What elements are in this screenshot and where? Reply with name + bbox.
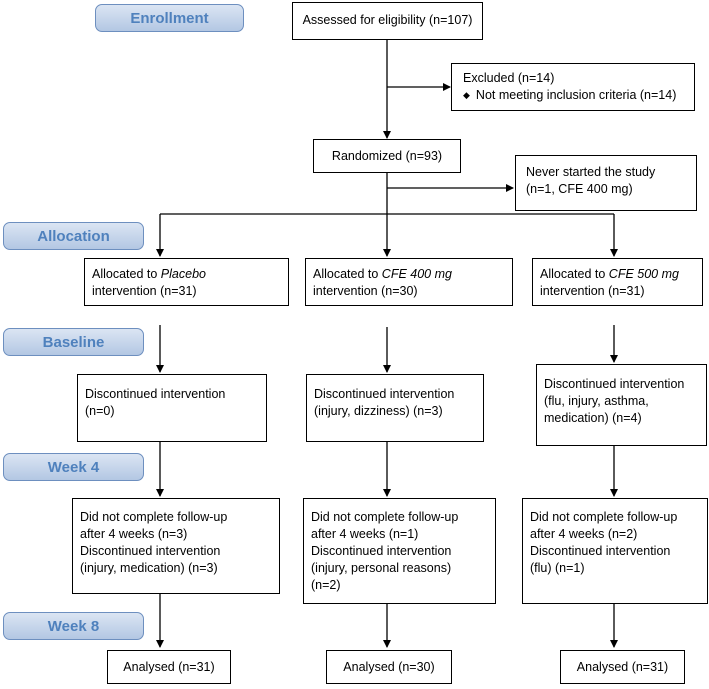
week4-placebo-line4: (injury, medication) (n=3) bbox=[80, 561, 218, 575]
alloc-cfe400-n: intervention (n=30) bbox=[313, 284, 418, 298]
excluded-bullet-item: ◆ Not meeting inclusion criteria (n=14) bbox=[463, 87, 687, 104]
randomized-box: Randomized (n=93) bbox=[313, 139, 461, 173]
alloc-placebo-box: Allocated to Placebo intervention (n=31) bbox=[84, 258, 289, 306]
week4-cfe500-line4: (flu) (n=1) bbox=[530, 561, 585, 575]
alloc-placebo-line1: Allocated to Placebo bbox=[92, 266, 281, 283]
baseline-cfe500-line2: (flu, injury, asthma, bbox=[544, 394, 649, 408]
baseline-cfe500-box: Discontinued intervention (flu, injury, … bbox=[536, 364, 707, 446]
week4-cfe400-line5: (n=2) bbox=[311, 578, 341, 592]
week4-cfe400-line4: (injury, personal reasons) bbox=[311, 561, 452, 575]
stage-baseline: Baseline bbox=[3, 328, 144, 356]
stage-enrollment: Enrollment bbox=[95, 4, 244, 32]
week4-cfe500-line3: Discontinued intervention bbox=[530, 544, 671, 558]
baseline-cfe500-line3: medication) (n=4) bbox=[544, 411, 642, 425]
week4-placebo-line3: Discontinued intervention bbox=[80, 544, 221, 558]
week4-cfe500-line1: Did not complete follow-up bbox=[530, 510, 678, 524]
excluded-box: Excluded (n=14) ◆ Not meeting inclusion c… bbox=[451, 63, 695, 111]
randomized-text: Randomized (n=93) bbox=[331, 149, 443, 163]
never-started-box: Never started the study (n=1, CFE 400 mg… bbox=[515, 155, 697, 211]
baseline-placebo-line1: Discontinued intervention bbox=[85, 387, 226, 401]
alloc-cfe500-line1: Allocated to CFE 500 mg bbox=[540, 266, 695, 283]
alloc-cfe400-arm: CFE 400 mg bbox=[381, 267, 452, 281]
excluded-title: Excluded (n=14) bbox=[463, 71, 555, 85]
alloc-cfe500-box: Allocated to CFE 500 mg intervention (n=… bbox=[532, 258, 703, 306]
alloc-cfe400-box: Allocated to CFE 400 mg intervention (n=… bbox=[305, 258, 513, 306]
baseline-cfe400-line2: (injury, dizziness) (n=3) bbox=[314, 404, 443, 418]
analysed-placebo-box: Analysed (n=31) bbox=[107, 650, 231, 684]
stage-week4: Week 4 bbox=[3, 453, 144, 481]
never-started-line2: (n=1, CFE 400 mg) bbox=[526, 182, 633, 196]
excluded-bullet-text: Not meeting inclusion criteria (n=14) bbox=[475, 88, 677, 102]
analysed-cfe400-box: Analysed (n=30) bbox=[326, 650, 452, 684]
assessed-text: Assessed for eligibility (n=107) bbox=[302, 13, 473, 27]
never-started-line1: Never started the study bbox=[526, 165, 656, 179]
alloc-cfe500-arm: CFE 500 mg bbox=[608, 267, 679, 281]
alloc-placebo-prefix: Allocated to bbox=[92, 267, 161, 281]
week4-placebo-line2: after 4 weeks (n=3) bbox=[80, 527, 188, 541]
week4-cfe400-line2: after 4 weeks (n=1) bbox=[311, 527, 419, 541]
stage-allocation: Allocation bbox=[3, 222, 144, 250]
week4-cfe400-box: Did not complete follow-up after 4 weeks… bbox=[303, 498, 496, 604]
week4-cfe400-line3: Discontinued intervention bbox=[311, 544, 452, 558]
baseline-cfe400-line1: Discontinued intervention bbox=[314, 387, 455, 401]
alloc-cfe500-n: intervention (n=31) bbox=[540, 284, 645, 298]
stage-week8: Week 8 bbox=[3, 612, 144, 640]
week4-cfe400-line1: Did not complete follow-up bbox=[311, 510, 459, 524]
week4-cfe500-line2: after 4 weeks (n=2) bbox=[530, 527, 638, 541]
baseline-cfe400-box: Discontinued intervention (injury, dizzi… bbox=[306, 374, 484, 442]
baseline-placebo-box: Discontinued intervention (n=0) bbox=[77, 374, 267, 442]
alloc-placebo-n: intervention (n=31) bbox=[92, 284, 197, 298]
week4-cfe500-box: Did not complete follow-up after 4 weeks… bbox=[522, 498, 708, 604]
alloc-cfe400-line1: Allocated to CFE 400 mg bbox=[313, 266, 505, 283]
baseline-cfe500-line1: Discontinued intervention bbox=[544, 377, 685, 391]
week4-placebo-line1: Did not complete follow-up bbox=[80, 510, 228, 524]
baseline-placebo-line2: (n=0) bbox=[85, 404, 115, 418]
analysed-placebo-text: Analysed (n=31) bbox=[123, 660, 215, 674]
bullet-diamond-icon: ◆ bbox=[463, 90, 470, 100]
alloc-cfe500-prefix: Allocated to bbox=[540, 267, 609, 281]
alloc-placebo-arm: Placebo bbox=[160, 267, 206, 281]
analysed-cfe400-text: Analysed (n=30) bbox=[343, 660, 435, 674]
analysed-cfe500-text: Analysed (n=31) bbox=[576, 660, 669, 674]
alloc-cfe400-prefix: Allocated to bbox=[313, 267, 382, 281]
analysed-cfe500-box: Analysed (n=31) bbox=[560, 650, 685, 684]
assessed-box: Assessed for eligibility (n=107) bbox=[292, 2, 483, 40]
week4-placebo-box: Did not complete follow-up after 4 weeks… bbox=[72, 498, 280, 594]
